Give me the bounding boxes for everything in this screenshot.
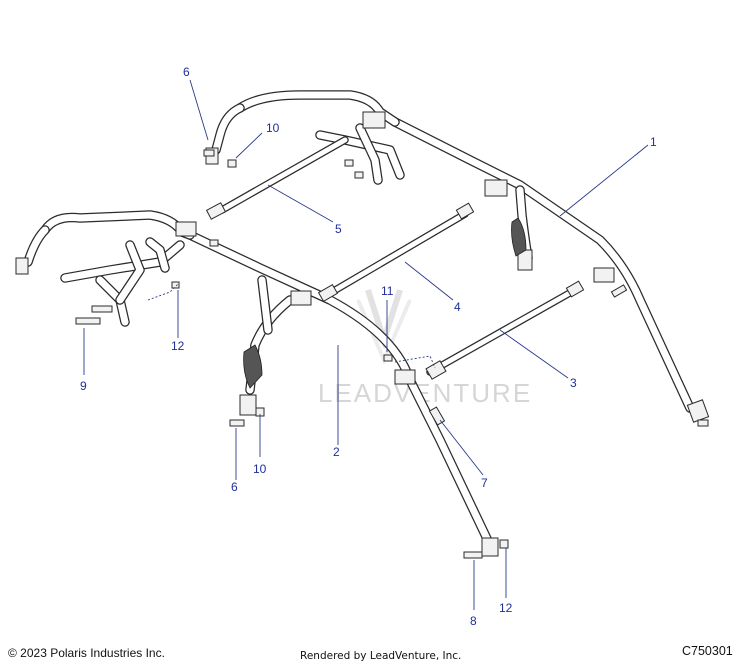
callout-6-front: 6 xyxy=(231,480,238,494)
callout-6-rear: 6 xyxy=(183,65,190,79)
cross-bar-5 xyxy=(205,136,349,220)
cross-bar-3 xyxy=(425,280,585,380)
callouts: 1 2 3 4 5 6 6 7 8 9 10 10 11 12 12 xyxy=(80,65,657,628)
callout-5: 5 xyxy=(335,222,342,236)
cross-bar-4 xyxy=(317,202,475,303)
callout-10-rear: 10 xyxy=(266,121,280,135)
cage-frame xyxy=(23,90,695,550)
rendered-by-text: Rendered by LeadVenture, Inc. xyxy=(300,650,462,662)
callout-1: 1 xyxy=(650,135,657,149)
diagram-code: C750301 xyxy=(682,644,733,658)
callout-2: 2 xyxy=(333,445,340,459)
brackets xyxy=(15,111,710,559)
callout-3: 3 xyxy=(570,376,577,390)
callout-8: 8 xyxy=(470,614,477,628)
callout-12-front: 12 xyxy=(171,339,185,353)
callout-12-rear: 12 xyxy=(499,601,513,615)
callout-4: 4 xyxy=(454,300,461,314)
callout-11: 11 xyxy=(381,284,394,298)
callout-10-front: 10 xyxy=(253,462,267,476)
leader-lines xyxy=(83,79,649,610)
callout-9: 9 xyxy=(80,379,87,393)
copyright-text: © 2023 Polaris Industries Inc. xyxy=(8,646,165,660)
callout-7: 7 xyxy=(481,476,488,490)
